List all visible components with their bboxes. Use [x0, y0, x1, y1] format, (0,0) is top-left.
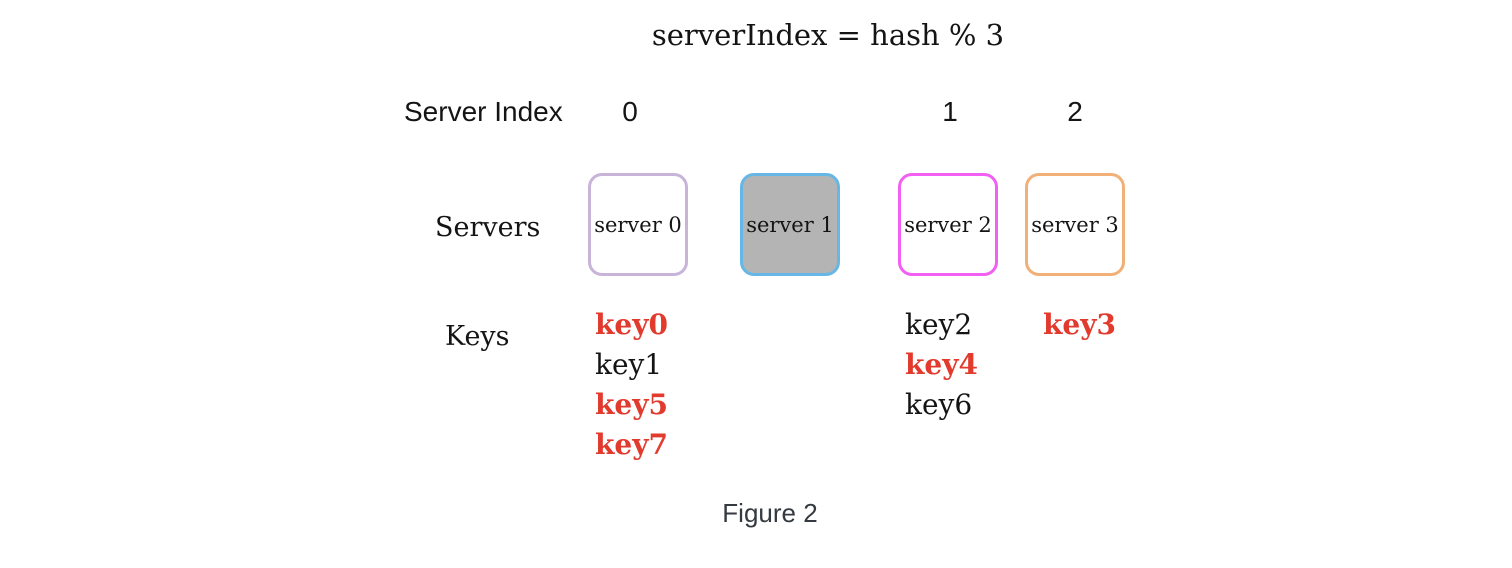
- server-box-1: server 1: [740, 173, 840, 276]
- key-item: key2: [905, 308, 973, 341]
- key-item: key3: [1043, 308, 1116, 341]
- server-box-3: server 3: [1025, 173, 1125, 276]
- key-column-0: key0 key1 key5 key7: [595, 305, 668, 465]
- servers-row-label: Servers: [435, 212, 541, 243]
- key-column-1: key2 key4 key6: [905, 305, 978, 425]
- server-index-value-2: 2: [1067, 96, 1083, 127]
- key-item: key7: [595, 428, 668, 461]
- server-box-1-label: server 1: [746, 212, 834, 237]
- figure-caption: Figure 2: [722, 498, 818, 528]
- formula-title: serverIndex = hash % 3: [651, 18, 1005, 52]
- server-box-2: server 2: [898, 173, 998, 276]
- server-box-2-label: server 2: [904, 212, 992, 237]
- server-box-3-label: server 3: [1031, 212, 1119, 237]
- keys-row-label: Keys: [445, 321, 510, 352]
- server-index-row-label: Server Index: [404, 96, 563, 127]
- server-index-value-1: 1: [942, 96, 958, 127]
- key-item: key5: [595, 388, 668, 421]
- key-item: key4: [905, 348, 978, 381]
- server-box-0-label: server 0: [594, 212, 682, 237]
- key-item: key1: [595, 348, 663, 381]
- key-item: key0: [595, 308, 668, 341]
- server-index-value-0: 0: [622, 96, 638, 127]
- server-box-0: server 0: [588, 173, 688, 276]
- key-item: key6: [905, 388, 973, 421]
- key-column-2: key3: [1043, 305, 1116, 345]
